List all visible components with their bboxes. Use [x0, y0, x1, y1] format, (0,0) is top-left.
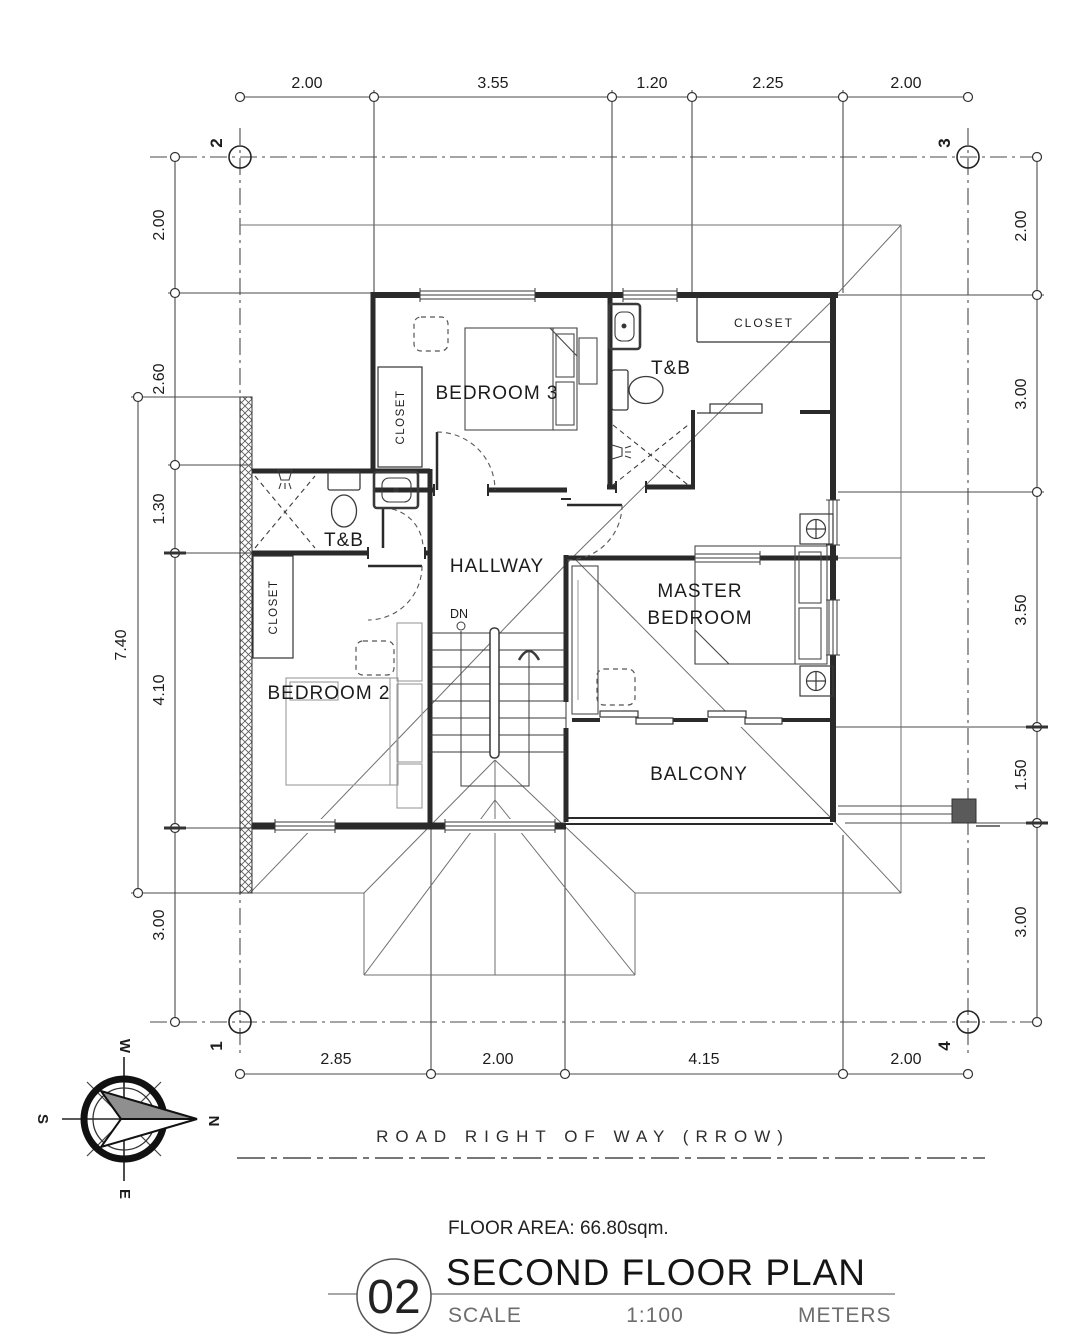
dimension-labels: 2.00 3.55 1.20 2.25 2.00 2.85 2.00 4.15 … [113, 75, 1030, 1068]
sheet-number: 02 [367, 1271, 420, 1324]
shower-head-left [277, 469, 293, 490]
compass-s: S [34, 1114, 51, 1124]
svg-text:3.00: 3.00 [1013, 906, 1030, 937]
label-closet-master: CLOSET [734, 316, 794, 330]
svg-text:7.40: 7.40 [113, 629, 130, 660]
svg-text:4.10: 4.10 [151, 674, 168, 705]
dn-marker [456, 621, 466, 631]
units-label: METERS [798, 1304, 892, 1327]
label-closet-bedroom3: CLOSET [395, 389, 407, 444]
svg-text:3.55: 3.55 [477, 75, 508, 92]
sheet-number-bubble [356, 1258, 432, 1334]
shower-upper [612, 424, 689, 486]
stairs [430, 621, 566, 787]
label-dn: DN [450, 607, 468, 621]
grid-lines [150, 128, 1037, 1058]
label-balcony: BALCONY [650, 764, 748, 785]
svg-text:4.15: 4.15 [688, 1051, 719, 1068]
fixtures [254, 302, 689, 549]
grid-bubble-4: 4 [935, 1041, 954, 1051]
svg-text:2.25: 2.25 [752, 75, 783, 92]
label-tb-left: T&B [324, 530, 364, 551]
windows [274, 288, 840, 833]
toilet-left [327, 471, 361, 528]
svg-text:1.20: 1.20 [636, 75, 667, 92]
label-tb-upper: T&B [651, 358, 691, 379]
balcony-ledge [838, 798, 1000, 827]
hatched-party-wall [239, 396, 253, 894]
compass-w: W [116, 1039, 133, 1054]
nightstands [799, 513, 834, 697]
room-labels: BEDROOM 3 T&B CLOSET CLOSET T&B CLOSET H… [267, 316, 794, 785]
door-jambs [367, 481, 647, 559]
label-hallway: HALLWAY [450, 556, 544, 577]
svg-text:2.00: 2.00 [890, 1051, 921, 1068]
svg-text:2.00: 2.00 [482, 1051, 513, 1068]
stair-up-arrow [517, 649, 541, 661]
label-bedroom3: BEDROOM 3 [435, 383, 558, 404]
svg-text:1.30: 1.30 [151, 493, 168, 524]
grid-bubble-2: 2 [207, 138, 226, 147]
toilet-upper [611, 369, 664, 411]
column-block [951, 798, 977, 824]
chair-master [596, 668, 636, 706]
chair-bedroom2 [355, 640, 395, 676]
master-door-swing [566, 504, 623, 561]
compass-rose: W N E S [34, 1039, 222, 1199]
label-closet-bedroom2: CLOSET [268, 579, 280, 634]
svg-text:2.85: 2.85 [320, 1051, 351, 1068]
chair-bedroom3 [413, 316, 449, 352]
tb-left-door-swing [382, 507, 424, 549]
bedroom3-door-swing [436, 431, 496, 491]
roof-lines [240, 224, 902, 976]
svg-text:3.00: 3.00 [151, 909, 168, 940]
svg-text:2.00: 2.00 [151, 209, 168, 240]
title-block: 02 FLOOR AREA: 66.80sqm. SECOND FLOOR PL… [328, 1218, 895, 1334]
compass-n: N [205, 1116, 222, 1127]
floor-area-label: FLOOR AREA: 66.80sqm. [448, 1218, 669, 1239]
doors [367, 431, 623, 621]
compass-needle-top [98, 1089, 198, 1120]
stair-down-path [460, 631, 530, 787]
svg-text:3.50: 3.50 [1013, 594, 1030, 625]
dimension-ticks [132, 91, 1048, 1080]
shower-left [254, 475, 316, 549]
svg-text:2.00: 2.00 [890, 75, 921, 92]
svg-text:3.00: 3.00 [1013, 378, 1030, 409]
grid-bubble-3: 3 [935, 138, 954, 147]
label-bedroom2: BEDROOM 2 [267, 683, 390, 704]
closets [252, 295, 833, 659]
compass-needle-bottom [98, 1118, 198, 1149]
lavatory-left [372, 470, 420, 510]
compass-e: E [116, 1189, 133, 1199]
furniture [285, 316, 834, 809]
scale-value: 1:100 [626, 1304, 684, 1327]
grid-bubble-1: 1 [207, 1041, 226, 1050]
shower-head-upper [611, 444, 632, 460]
label-master-1: MASTER [657, 581, 742, 602]
grid-bubbles [228, 145, 980, 1034]
bedroom2-door-swing [367, 565, 423, 621]
lavatory-upper [607, 302, 642, 351]
label-master-2: BEDROOM [647, 608, 752, 629]
svg-text:2.60: 2.60 [151, 363, 168, 394]
drawing-title: SECOND FLOOR PLAN [446, 1252, 866, 1293]
scale-label: SCALE [448, 1304, 522, 1327]
svg-text:1.50: 1.50 [1013, 759, 1030, 790]
dimension-lines [131, 90, 1044, 1075]
svg-text:2.00: 2.00 [291, 75, 322, 92]
master-desk [571, 565, 599, 715]
svg-text:2.00: 2.00 [1013, 210, 1030, 241]
road-label: ROAD RIGHT OF WAY (RROW) [376, 1127, 790, 1146]
